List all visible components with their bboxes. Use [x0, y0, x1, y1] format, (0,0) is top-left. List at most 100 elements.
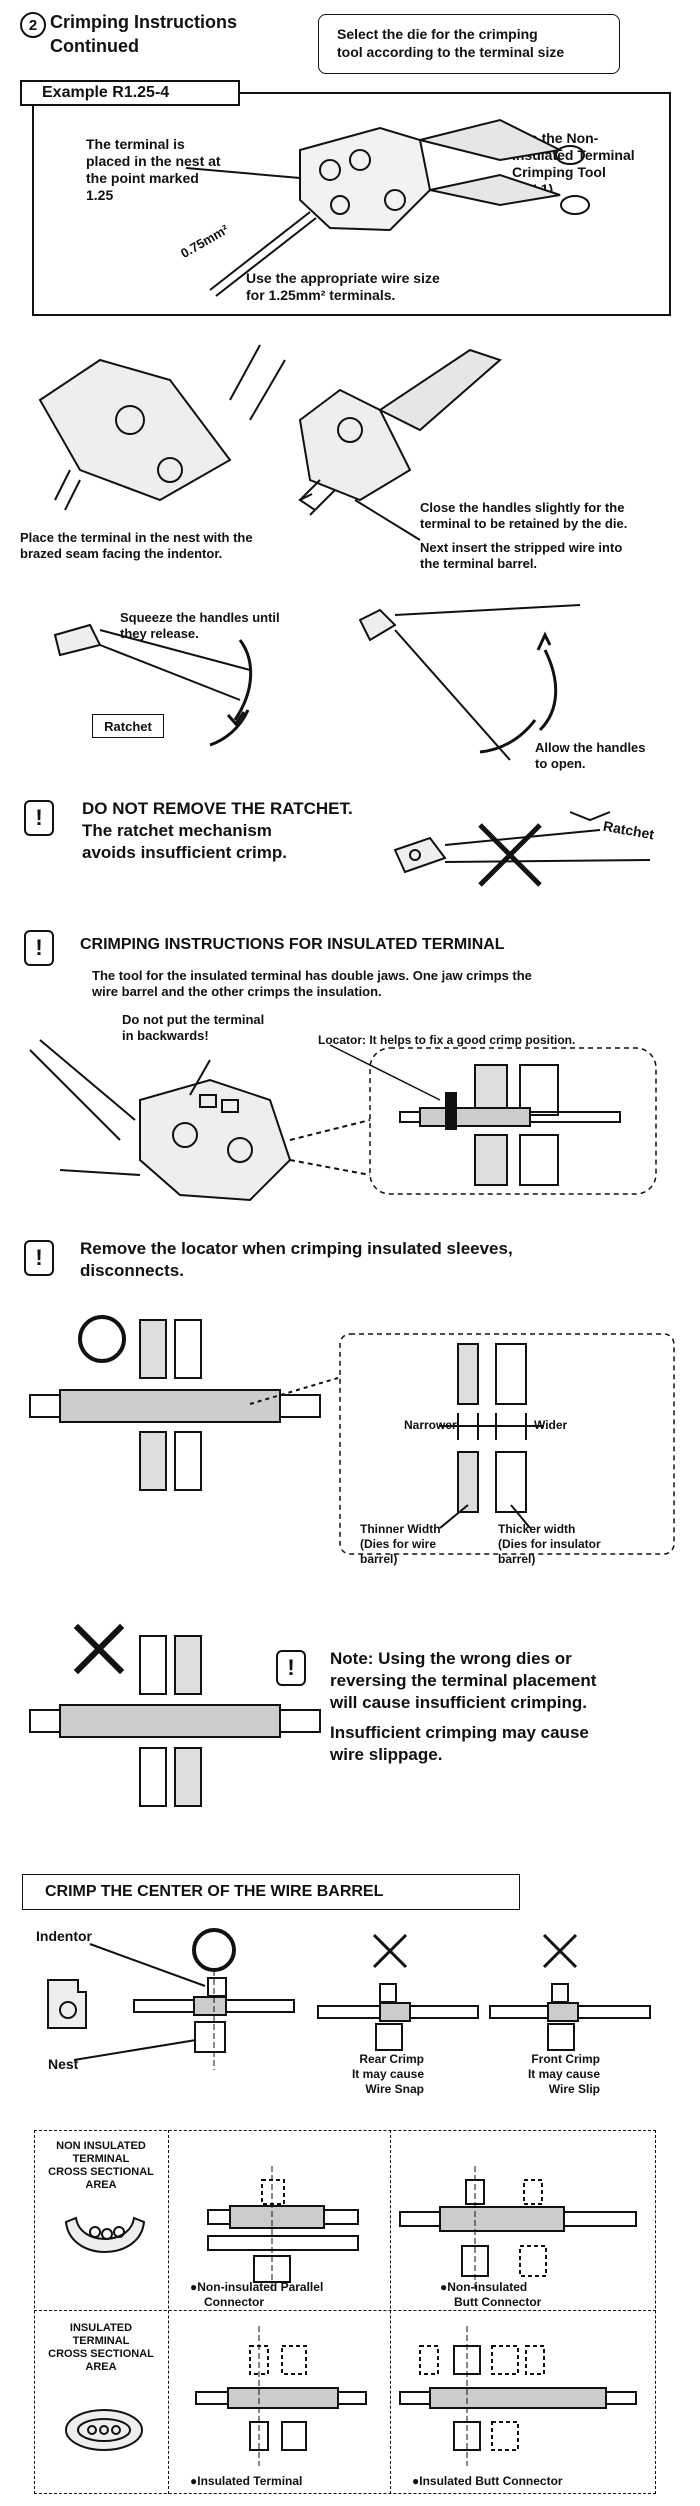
non-insulated-area-label: NON INSULATED TERMINAL CROSS SECTIONAL A…	[40, 2140, 162, 2192]
close-instruction: Close the handles slightly for the termi…	[420, 500, 627, 532]
cell-butt-label: ●Non-insulated Butt Connector	[440, 2280, 541, 2310]
connector-table	[34, 2130, 656, 2494]
wider-label: Wider	[534, 1418, 568, 1432]
thicker-width-label: Thicker width (Dies for insulator barrel…	[498, 1522, 601, 1567]
tool-line3: Crimping Tool	[512, 164, 606, 180]
ins-line3: CROSS SECTIONAL	[48, 2348, 154, 2360]
slippage-line2: wire slippage.	[330, 1745, 443, 1764]
ratchet-warning-line3: avoids insufficient crimp.	[82, 843, 287, 862]
table-divider-v2	[390, 2130, 391, 2494]
nest-line1: The terminal is	[86, 136, 185, 152]
center-section-title: CRIMP THE CENTER OF THE WIRE BARREL	[45, 1883, 384, 1900]
nest-label: Nest	[48, 2056, 79, 2072]
ratchet-warning-text: DO NOT REMOVE THE RATCHET. The ratchet m…	[82, 798, 353, 864]
nest-line3: the point marked	[86, 170, 199, 186]
thin-line3: barrel)	[360, 1552, 398, 1566]
example-box	[32, 92, 671, 316]
ratchet-label-box: Ratchet	[92, 714, 164, 738]
cell-parallel-line1: ●Non-insulated Parallel	[190, 2280, 324, 2294]
front-line1: Front Crimp	[531, 2052, 600, 2066]
insulated-area-label: INSULATED TERMINAL CROSS SECTIONAL AREA	[40, 2322, 162, 2374]
close-line1: Close the handles slightly for the	[420, 500, 625, 515]
ratchet-warning-glyph: !	[35, 805, 43, 830]
backwards-line2: in backwards!	[122, 1028, 209, 1043]
non-ins-line2: TERMINAL	[72, 2153, 130, 2165]
indentor-label: Indentor	[36, 1928, 92, 1944]
example-label-box: Example R1.25-4	[20, 80, 240, 106]
squeeze-line2: they release.	[120, 626, 199, 641]
wrong-dies-line1: Note: Using the wrong dies or	[330, 1649, 572, 1668]
insulated-cross-section	[65, 2409, 143, 2451]
table-divider-h	[34, 2310, 656, 2311]
cell-parallel-line2: Connector	[204, 2295, 264, 2309]
place-line2: brazed seam facing the indentor.	[20, 546, 223, 561]
thick-line2: (Dies for insulator	[498, 1537, 601, 1551]
close-line2: terminal to be retained by the die.	[420, 516, 628, 531]
cell-butt-line2: Butt Connector	[454, 2295, 542, 2309]
nest-instruction: The terminal is placed in the nest at th…	[86, 136, 221, 204]
correct-die-illustration	[29, 1319, 675, 1555]
front-crimp-label: Front Crimp It may cause Wire Slip	[510, 2052, 600, 2097]
insulated-crimp-tool-illustration	[29, 1039, 657, 1202]
non-ins-line3: CROSS SECTIONAL	[48, 2166, 154, 2178]
backwards-line1: Do not put the terminal	[122, 1012, 265, 1027]
locator-warning-glyph: !	[35, 1245, 43, 1270]
ins-line1: INSULATED	[69, 2322, 133, 2334]
insulated-desc-line1: The tool for the insulated terminal has …	[92, 968, 532, 983]
wire-size-instruction: Use the appropriate wire size for 1.25mm…	[246, 270, 440, 304]
cell-insulated-terminal-label: ●Insulated Terminal	[190, 2474, 303, 2488]
insert-instruction: Next insert the stripped wire into the t…	[420, 540, 622, 572]
wire-line1: Use the appropriate wire size	[246, 270, 440, 286]
wrong-dies-line3: will cause insufficient crimping.	[330, 1693, 587, 1712]
allow-open-instruction: Allow the handles to open.	[535, 740, 646, 772]
place-terminal-illustration	[38, 344, 502, 541]
locator-note: Locator: It helps to fix a good crimp po…	[318, 1033, 576, 1047]
thin-line2: (Dies for wire	[360, 1537, 437, 1551]
insert-line2: the terminal barrel.	[420, 556, 538, 571]
page-title-line2: Continued	[50, 36, 139, 56]
nest-line2: placed in the nest at	[86, 153, 221, 169]
allow-line1: Allow the handles	[535, 740, 646, 755]
wrong-dies-glyph: !	[287, 1655, 295, 1680]
wire-line2: for 1.25mm² terminals.	[246, 287, 396, 303]
squeeze-line1: Squeeze the handles until	[120, 610, 280, 625]
ratchet-warning-icon: !	[24, 800, 54, 836]
allow-line2: to open.	[535, 756, 586, 771]
die-selection-note: Select the die for the crimping tool acc…	[318, 14, 620, 74]
insert-line1: Next insert the stripped wire into	[420, 540, 623, 555]
squeeze-handles-illustration	[53, 604, 581, 761]
place-instruction: Place the terminal in the nest with the …	[20, 530, 253, 562]
cell-parallel-label: ●Non-insulated Parallel Connector	[190, 2280, 323, 2310]
locator-warning-line2: disconnects.	[80, 1261, 184, 1280]
slippage-line1: Insufficient crimping may cause	[330, 1723, 589, 1742]
example-label: Example R1.25-4	[42, 84, 170, 101]
locator-warning-text: Remove the locator when crimping insulat…	[80, 1238, 513, 1282]
die-selection-note-line2: tool according to the terminal size	[337, 44, 565, 60]
cell-butt-line1: ●Non-insulated	[440, 2280, 528, 2294]
table-divider-v1	[168, 2130, 169, 2494]
non-insulated-cross-section	[64, 2216, 146, 2253]
wrong-dies-line2: reversing the terminal placement	[330, 1671, 597, 1690]
locator-warning-icon: !	[24, 1240, 54, 1276]
insulated-description: The tool for the insulated terminal has …	[92, 968, 532, 1000]
insulated-warning-icon: !	[24, 930, 54, 966]
thick-line1: Thicker width	[498, 1522, 576, 1536]
ratchet-removal-illustration	[393, 811, 651, 887]
page-title-line1: Crimping Instructions	[50, 12, 238, 32]
front-line3: Wire Slip	[548, 2082, 600, 2096]
slippage-note: Insufficient crimping may cause wire sli…	[330, 1722, 589, 1766]
rear-line2: It may cause	[351, 2067, 424, 2081]
step-number: 2	[28, 16, 38, 34]
non-ins-line4: AREA	[85, 2179, 117, 2191]
ratchet-warning-line1: DO NOT REMOVE THE RATCHET.	[82, 799, 353, 818]
crimp-position-illustration	[47, 1928, 651, 2070]
page-title: Crimping Instructions Continued	[50, 10, 237, 58]
front-line2: It may cause	[527, 2067, 600, 2081]
rear-crimp-label: Rear Crimp It may cause Wire Snap	[334, 2052, 424, 2097]
insulated-warning-glyph: !	[35, 935, 43, 960]
insulated-section-title: CRIMPING INSTRUCTIONS FOR INSULATED TERM…	[80, 936, 505, 953]
non-ins-line1: NON INSULATED	[56, 2140, 146, 2152]
ratchet-label: Ratchet	[104, 718, 152, 734]
incorrect-die-illustration	[29, 1623, 321, 1807]
center-section-title-box: CRIMP THE CENTER OF THE WIRE BARREL	[22, 1874, 520, 1910]
